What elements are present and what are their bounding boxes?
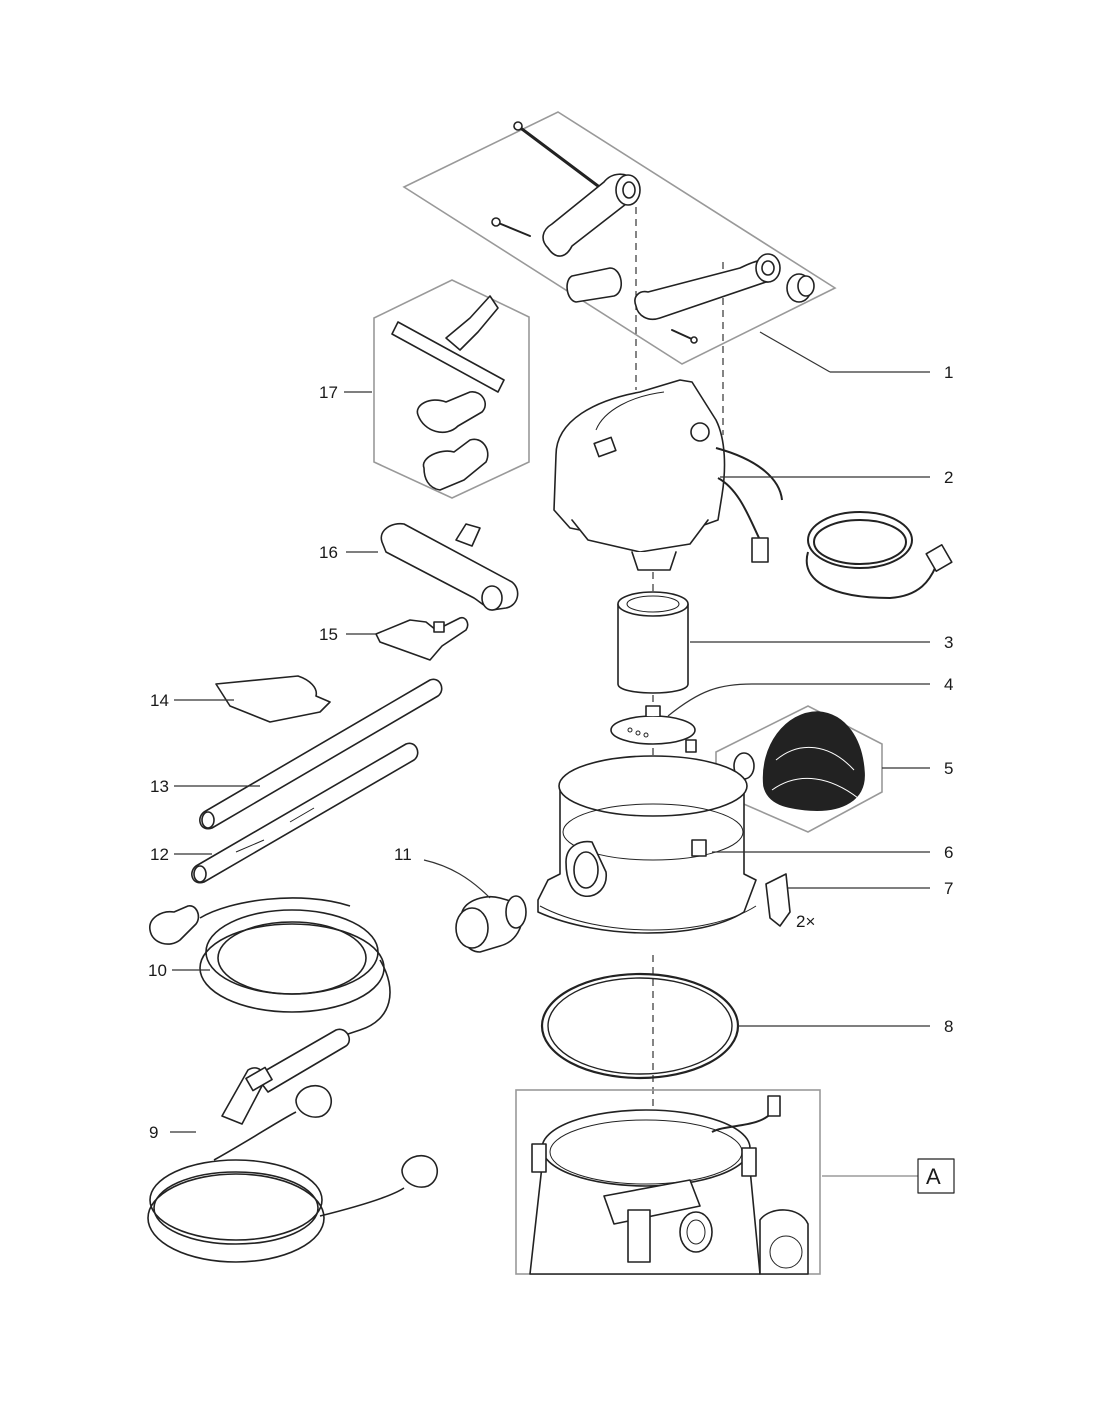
callout-5: 5 (944, 759, 953, 778)
floor-nozzle (380, 522, 519, 611)
bottom-container-assembly (515, 1089, 821, 1275)
callout-14: 14 (150, 691, 169, 710)
callout-1: 1 (944, 363, 953, 382)
filter-plate (610, 705, 697, 753)
discharge-hose (147, 1084, 439, 1263)
leader-1 (759, 331, 831, 373)
container-clip (765, 873, 791, 927)
callout-13: 13 (150, 777, 169, 796)
callout-a: A (926, 1164, 941, 1189)
callout-7-quantity: 2× (796, 912, 815, 931)
upper-container (537, 755, 757, 934)
callout-10: 10 (148, 961, 167, 980)
callout-15: 15 (319, 625, 338, 644)
suction-hose (149, 897, 391, 1125)
filter-cartridge (617, 591, 689, 694)
suction-tube-12 (191, 742, 419, 884)
callout-7: 7 (944, 879, 953, 898)
assembly-a-box (917, 1158, 955, 1194)
callout-3: 3 (944, 633, 953, 652)
upholstery-nozzle (375, 616, 469, 661)
hose-connector (455, 895, 527, 953)
seal-ring (540, 972, 740, 1080)
callout-6: 6 (944, 843, 953, 862)
nozzle-accessory-set (373, 279, 530, 499)
motor-head (553, 379, 953, 600)
cleaning-cloth (215, 675, 331, 723)
callout-2: 2 (944, 468, 953, 487)
callout-17: 17 (319, 383, 338, 402)
callout-4: 4 (944, 675, 953, 694)
callout-16: 16 (319, 543, 338, 562)
callout-12: 12 (150, 845, 169, 864)
callout-11: 11 (394, 845, 412, 864)
callout-8: 8 (944, 1017, 953, 1036)
callout-9: 9 (149, 1123, 158, 1142)
suction-tube-13 (199, 678, 443, 830)
handle-kit (402, 111, 837, 365)
